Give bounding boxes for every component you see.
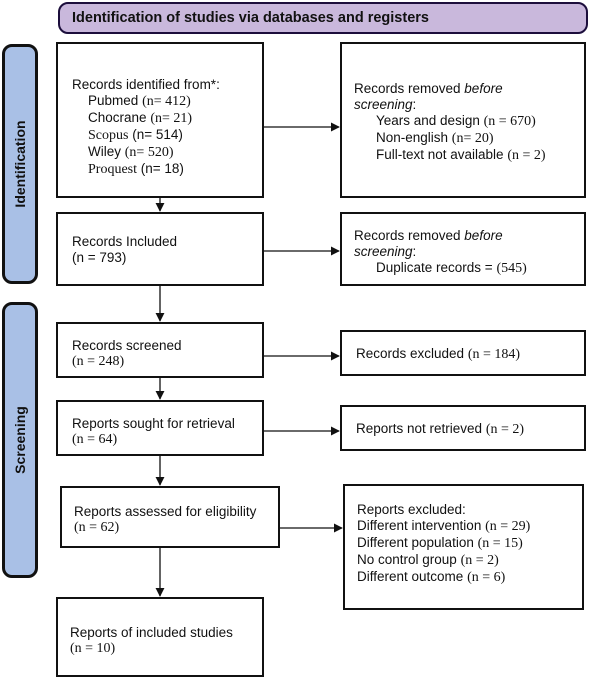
reports-assessed-n: (n = 62) [74, 520, 120, 535]
removed1-lead-line-2: screening: [354, 97, 417, 112]
records-included-n: (n = 793) [72, 250, 127, 265]
records-excluded-box: Records excluded (n = 184) [340, 330, 586, 376]
reports-excluded-lead: Reports excluded: [357, 502, 466, 517]
duplicate-line: Duplicate records = (545) [376, 260, 527, 276]
reports-excluded-box: Reports excluded: Different intervention… [343, 484, 584, 610]
records-screened-lead: Records screened [72, 338, 182, 353]
reason-population: Different population (n = 15) [357, 535, 523, 551]
reason-intervention: Different intervention (n = 29) [357, 518, 531, 534]
included-studies-n: (n = 10) [70, 641, 116, 656]
reports-assessed-lead: Reports assessed for eligibility [74, 504, 257, 519]
scopus-line: Scopus (n= 514) [88, 127, 183, 143]
records-screened-box: Records screened (n = 248) [56, 322, 264, 378]
included-studies-lead: Reports of included studies [70, 625, 233, 640]
included-studies-box: Reports of included studies (n = 10) [56, 597, 264, 677]
records-removed-box-1: Records removed before screening: Years … [340, 42, 586, 198]
proquest-line: Proquest (n= 18) [88, 161, 184, 177]
fulltext-line: Full-text not available (n = 2) [376, 147, 546, 163]
records-identified-box: Records identified from*: Pubmed (n= 412… [56, 42, 264, 198]
reports-sought-n: (n = 64) [72, 432, 118, 447]
records-included-lead: Records Included [72, 234, 178, 249]
records-included-box: Records Included (n = 793) [56, 212, 264, 286]
reports-not-retrieved-lead: Reports not retrieved [356, 421, 486, 436]
removed2-lead-line-2: screening: [354, 244, 417, 259]
records-screened-n: (n = 248) [72, 354, 125, 369]
wiley-line: Wiley (n= 520) [88, 144, 174, 160]
reason-outcome: Different outcome (n = 6) [357, 569, 506, 585]
reports-sought-lead: Reports sought for retrieval [72, 416, 235, 431]
years-line: Years and design (n = 670) [376, 113, 536, 129]
reports-not-retrieved-n: (n = 2) [485, 422, 525, 437]
reports-not-retrieved-box: Reports not retrieved (n = 2) [340, 405, 586, 451]
records-excluded-n: (n = 184) [467, 347, 521, 362]
removed2-lead-line: Records removed before [354, 228, 503, 243]
header-banner: Identification of studies via databases … [58, 2, 588, 34]
nonenglish-line: Non-english (n= 20) [376, 130, 494, 146]
records-removed-box-2: Records removed before screening: Duplic… [340, 212, 586, 286]
reports-sought-box: Reports sought for retrieval (n = 64) [56, 400, 264, 456]
pubmed-line: Pubmed (n= 412) [88, 93, 191, 109]
records-excluded-lead: Records excluded [356, 346, 468, 361]
records-identified-lead: Records identified from*: [72, 77, 220, 92]
header-title: Identification of studies via databases … [72, 10, 429, 26]
identification-phase-label: Identification [2, 44, 38, 284]
reports-assessed-box: Reports assessed for eligibility (n = 62… [60, 486, 280, 548]
screening-phase-label: Screening [2, 302, 38, 578]
removed1-lead-line: Records removed before [354, 81, 503, 96]
chocrane-line: Chocrane (n= 21) [88, 110, 193, 126]
reason-control: No control group (n = 2) [357, 552, 499, 568]
